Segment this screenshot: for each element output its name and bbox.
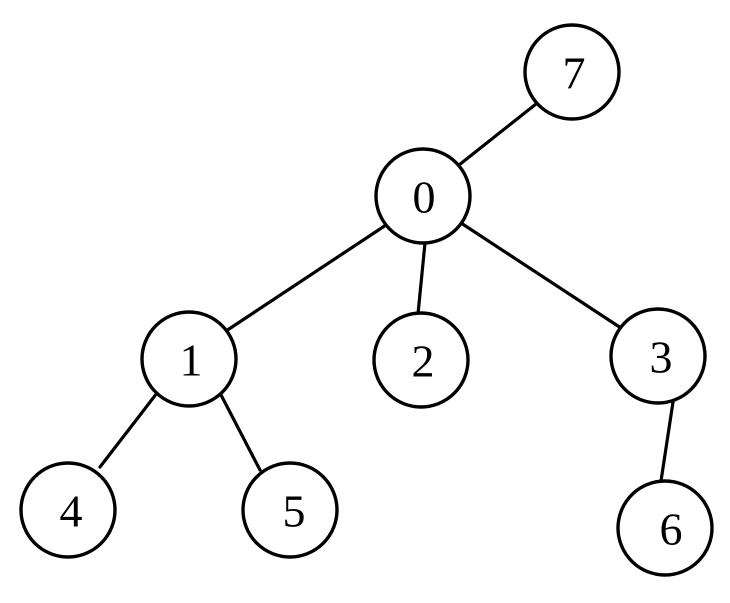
node-circle-6[interactable] (616, 479, 714, 577)
graph-node-6[interactable]: 6 (616, 479, 714, 577)
graph-edge-1-4 (98, 391, 159, 469)
graph-node-2[interactable]: 2 (372, 311, 470, 409)
node-label-5: 5 (283, 486, 306, 537)
nodes-layer: 7 0 1 2 3 4 5 6 (19, 23, 714, 577)
node-circle-2[interactable] (372, 311, 470, 409)
graph-edge-0-1 (224, 223, 388, 333)
node-label-6: 6 (660, 504, 683, 555)
node-circle-5[interactable] (241, 461, 339, 559)
graph-node-3[interactable]: 3 (609, 307, 707, 405)
node-label-0: 0 (413, 172, 436, 223)
node-circle-1[interactable] (140, 310, 238, 408)
node-circle-0[interactable] (374, 147, 472, 245)
graph-edge-0-2 (416, 241, 427, 316)
graph-node-7[interactable]: 7 (523, 23, 621, 121)
edges-layer (98, 102, 675, 483)
node-circle-3[interactable] (609, 307, 707, 405)
graph-edge-3-6 (659, 400, 675, 483)
node-circle-7[interactable] (523, 23, 621, 121)
node-label-4: 4 (60, 486, 83, 537)
node-label-2: 2 (412, 336, 435, 387)
node-circle-4[interactable] (19, 461, 117, 559)
graph-edge-1-5 (218, 391, 262, 472)
graph-node-1[interactable]: 1 (140, 310, 238, 408)
graph-edge-0-7 (457, 102, 538, 167)
graph-node-0[interactable]: 0 (374, 147, 472, 245)
node-label-1: 1 (180, 335, 203, 386)
graph-edge-0-3 (459, 221, 623, 330)
node-label-3: 3 (650, 332, 673, 383)
node-label-7: 7 (563, 48, 586, 99)
graph-node-5[interactable]: 5 (241, 461, 339, 559)
graph-node-4[interactable]: 4 (19, 461, 117, 559)
